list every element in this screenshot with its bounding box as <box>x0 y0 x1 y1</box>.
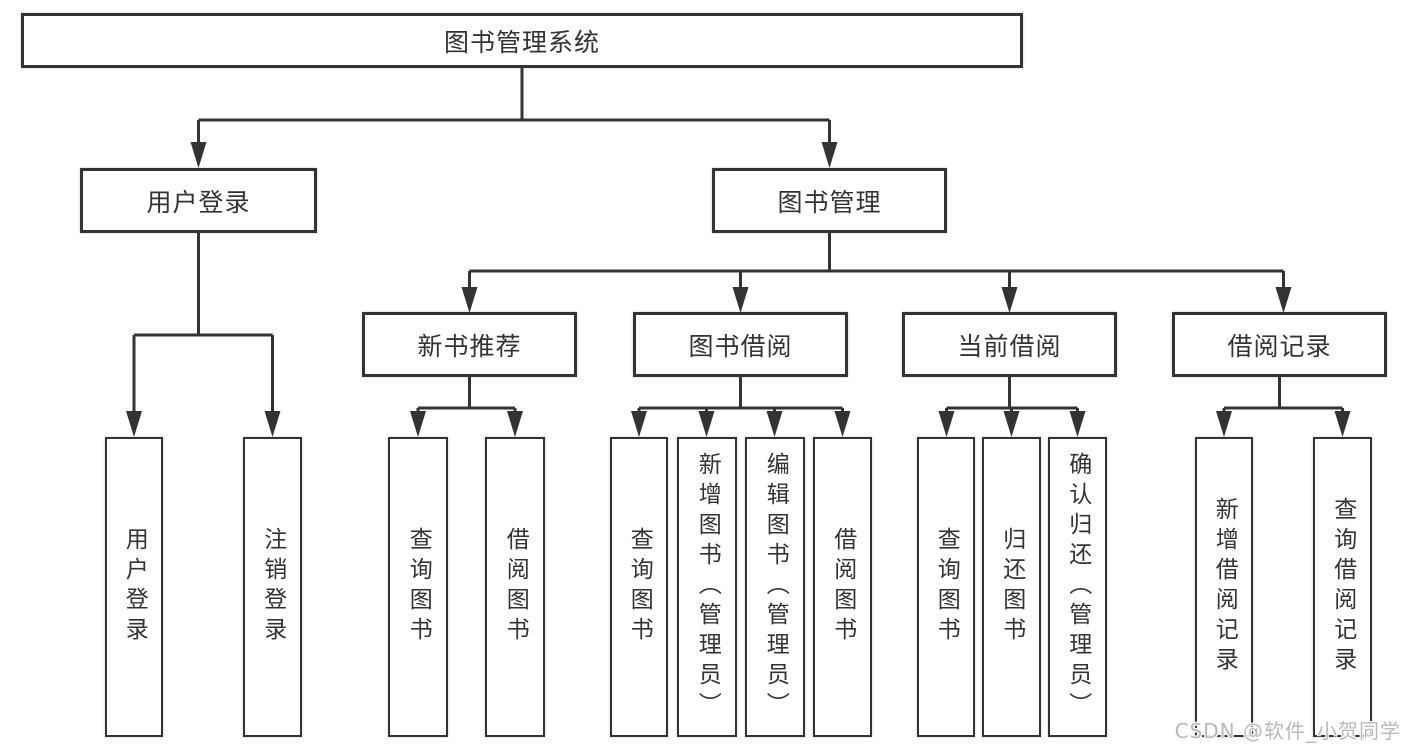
leaf-label: 注销登录 <box>259 527 286 647</box>
leaf-query-book-current: 查询图书 <box>917 437 975 737</box>
node-label: 当前借阅 <box>957 331 1062 361</box>
csdn-watermark: CSDN @软件_小贺同学 <box>1174 719 1401 743</box>
leaf-label: 用户登录 <box>121 527 148 647</box>
leaf-label: 查询图书 <box>933 527 960 647</box>
node-user-login: 用户登录 <box>80 168 317 233</box>
leaf-add-book-admin: 新增图书（管理员） <box>677 437 737 737</box>
leaf-label: 归还图书 <box>998 527 1025 647</box>
node-book-borrow: 图书借阅 <box>633 312 848 377</box>
leaf-label: 新增借阅记录 <box>1211 497 1238 677</box>
leaf-label: 查询图书 <box>626 527 653 647</box>
leaf-label: 新增图书（管理员） <box>694 452 721 722</box>
leaf-confirm-return-admin: 确认归还（管理员） <box>1048 437 1107 737</box>
node-library-management-system: 图书管理系统 <box>21 13 1023 68</box>
node-label: 图书管理 <box>777 187 882 217</box>
leaf-query-book: 查询图书 <box>610 437 668 737</box>
node-label: 新书推荐 <box>417 331 522 361</box>
leaf-return-book: 归还图书 <box>982 437 1041 737</box>
node-label: 借阅记录 <box>1227 331 1332 361</box>
node-label: 图书管理系统 <box>443 27 600 57</box>
node-book-management: 图书管理 <box>712 168 947 233</box>
leaf-logout: 注销登录 <box>243 437 302 737</box>
leaf-label: 借阅图书 <box>502 527 529 647</box>
leaf-label: 查询借阅记录 <box>1329 497 1356 677</box>
node-label: 用户登录 <box>146 187 251 217</box>
node-label: 图书借阅 <box>688 331 793 361</box>
leaf-label: 借阅图书 <box>829 527 856 647</box>
node-current-borrow: 当前借阅 <box>902 312 1117 377</box>
leaf-label: 确认归还（管理员） <box>1064 452 1091 722</box>
leaf-label: 编辑图书（管理员） <box>762 452 789 722</box>
leaf-add-borrow-record: 新增借阅记录 <box>1195 437 1253 737</box>
arrowheads <box>126 142 1351 437</box>
leaf-user-login: 用户登录 <box>105 437 163 737</box>
node-new-book-recommend: 新书推荐 <box>362 312 577 377</box>
leaf-borrow-book: 借阅图书 <box>813 437 872 737</box>
leaf-label: 查询图书 <box>405 527 432 647</box>
leaf-query-borrow-record: 查询借阅记录 <box>1313 437 1372 737</box>
leaf-query-book-recommend: 查询图书 <box>388 437 448 737</box>
node-borrow-record: 借阅记录 <box>1172 312 1387 377</box>
leaf-borrow-book-recommend: 借阅图书 <box>485 437 545 737</box>
leaf-edit-book-admin: 编辑图书（管理员） <box>745 437 805 737</box>
